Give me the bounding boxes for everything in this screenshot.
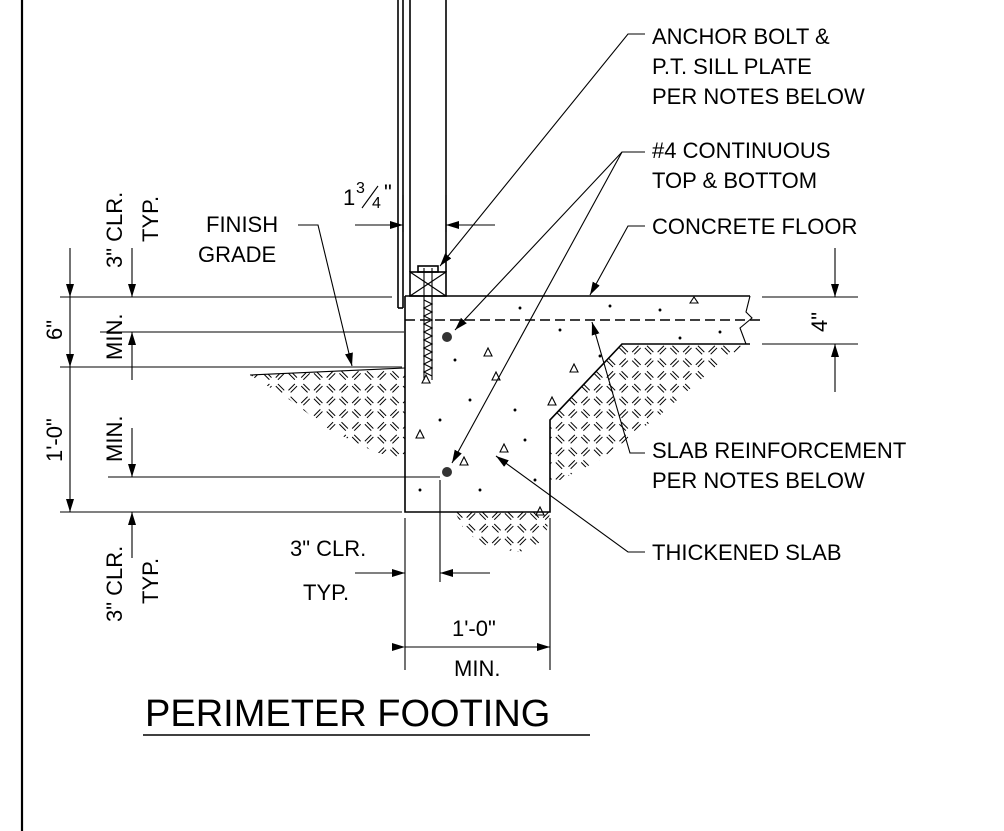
anchor-bolt (422, 268, 434, 380)
stud-wall (397, 0, 447, 309)
detail-title: PERIMETER FOOTING (145, 693, 550, 735)
dim-six-min: MIN. (102, 314, 127, 360)
concrete-aggregate (415, 296, 722, 516)
dim-six: 6" (42, 320, 67, 340)
dim-bottom-typ: TYP. (138, 558, 163, 604)
dim-sheathing-whole: 1 (343, 185, 355, 210)
note-concrete-floor: CONCRETE FLOOR (652, 214, 857, 239)
note-anchor-bolt-1: ANCHOR BOLT & (652, 24, 830, 49)
note-rebar-1: #4 CONTINUOUS (652, 138, 830, 163)
note-finish-grade-1: FINISH (206, 212, 278, 237)
note-finish-grade-2: GRADE (198, 242, 276, 267)
sill-plate (409, 265, 447, 297)
dim-side-typ: TYP. (303, 580, 349, 605)
dim-lines (66, 221, 839, 651)
dim-top-clr: 3" CLR. (102, 192, 127, 268)
dim-sheathing-fraction-bar (361, 185, 379, 209)
dim-sheathing-den: 4 (372, 195, 381, 212)
rebar-bottom (442, 467, 452, 477)
dim-one-foot-min: MIN. (102, 416, 127, 462)
note-anchor-bolt-3: PER NOTES BELOW (652, 84, 865, 109)
note-thickened-slab: THICKENED SLAB (652, 540, 842, 565)
note-anchor-bolt-2: P.T. SILL PLATE (652, 54, 812, 79)
rebar-top (442, 332, 452, 342)
dim-width: 1'-0" (452, 616, 496, 641)
note-rebar-2: TOP & BOTTOM (652, 168, 817, 193)
dim-bottom-clr: 3" CLR. (102, 546, 127, 622)
dim-side-clr: 3" CLR. (290, 536, 366, 561)
note-slab-reinforcement-1: SLAB REINFORCEMENT (652, 438, 906, 463)
dim-one-foot: 1'-0" (42, 418, 67, 462)
dim-top-typ: TYP. (138, 196, 163, 242)
dim-sheathing-num: 3 (356, 180, 365, 197)
dim-extension-lines (60, 195, 858, 670)
leaders (298, 33, 645, 553)
dim-slab: 4" (807, 312, 832, 332)
dim-sheathing-inch: " (384, 180, 392, 205)
dim-width-min: MIN. (454, 656, 500, 681)
concrete-outline (404, 295, 760, 513)
note-slab-reinforcement-2: PER NOTES BELOW (652, 468, 865, 493)
